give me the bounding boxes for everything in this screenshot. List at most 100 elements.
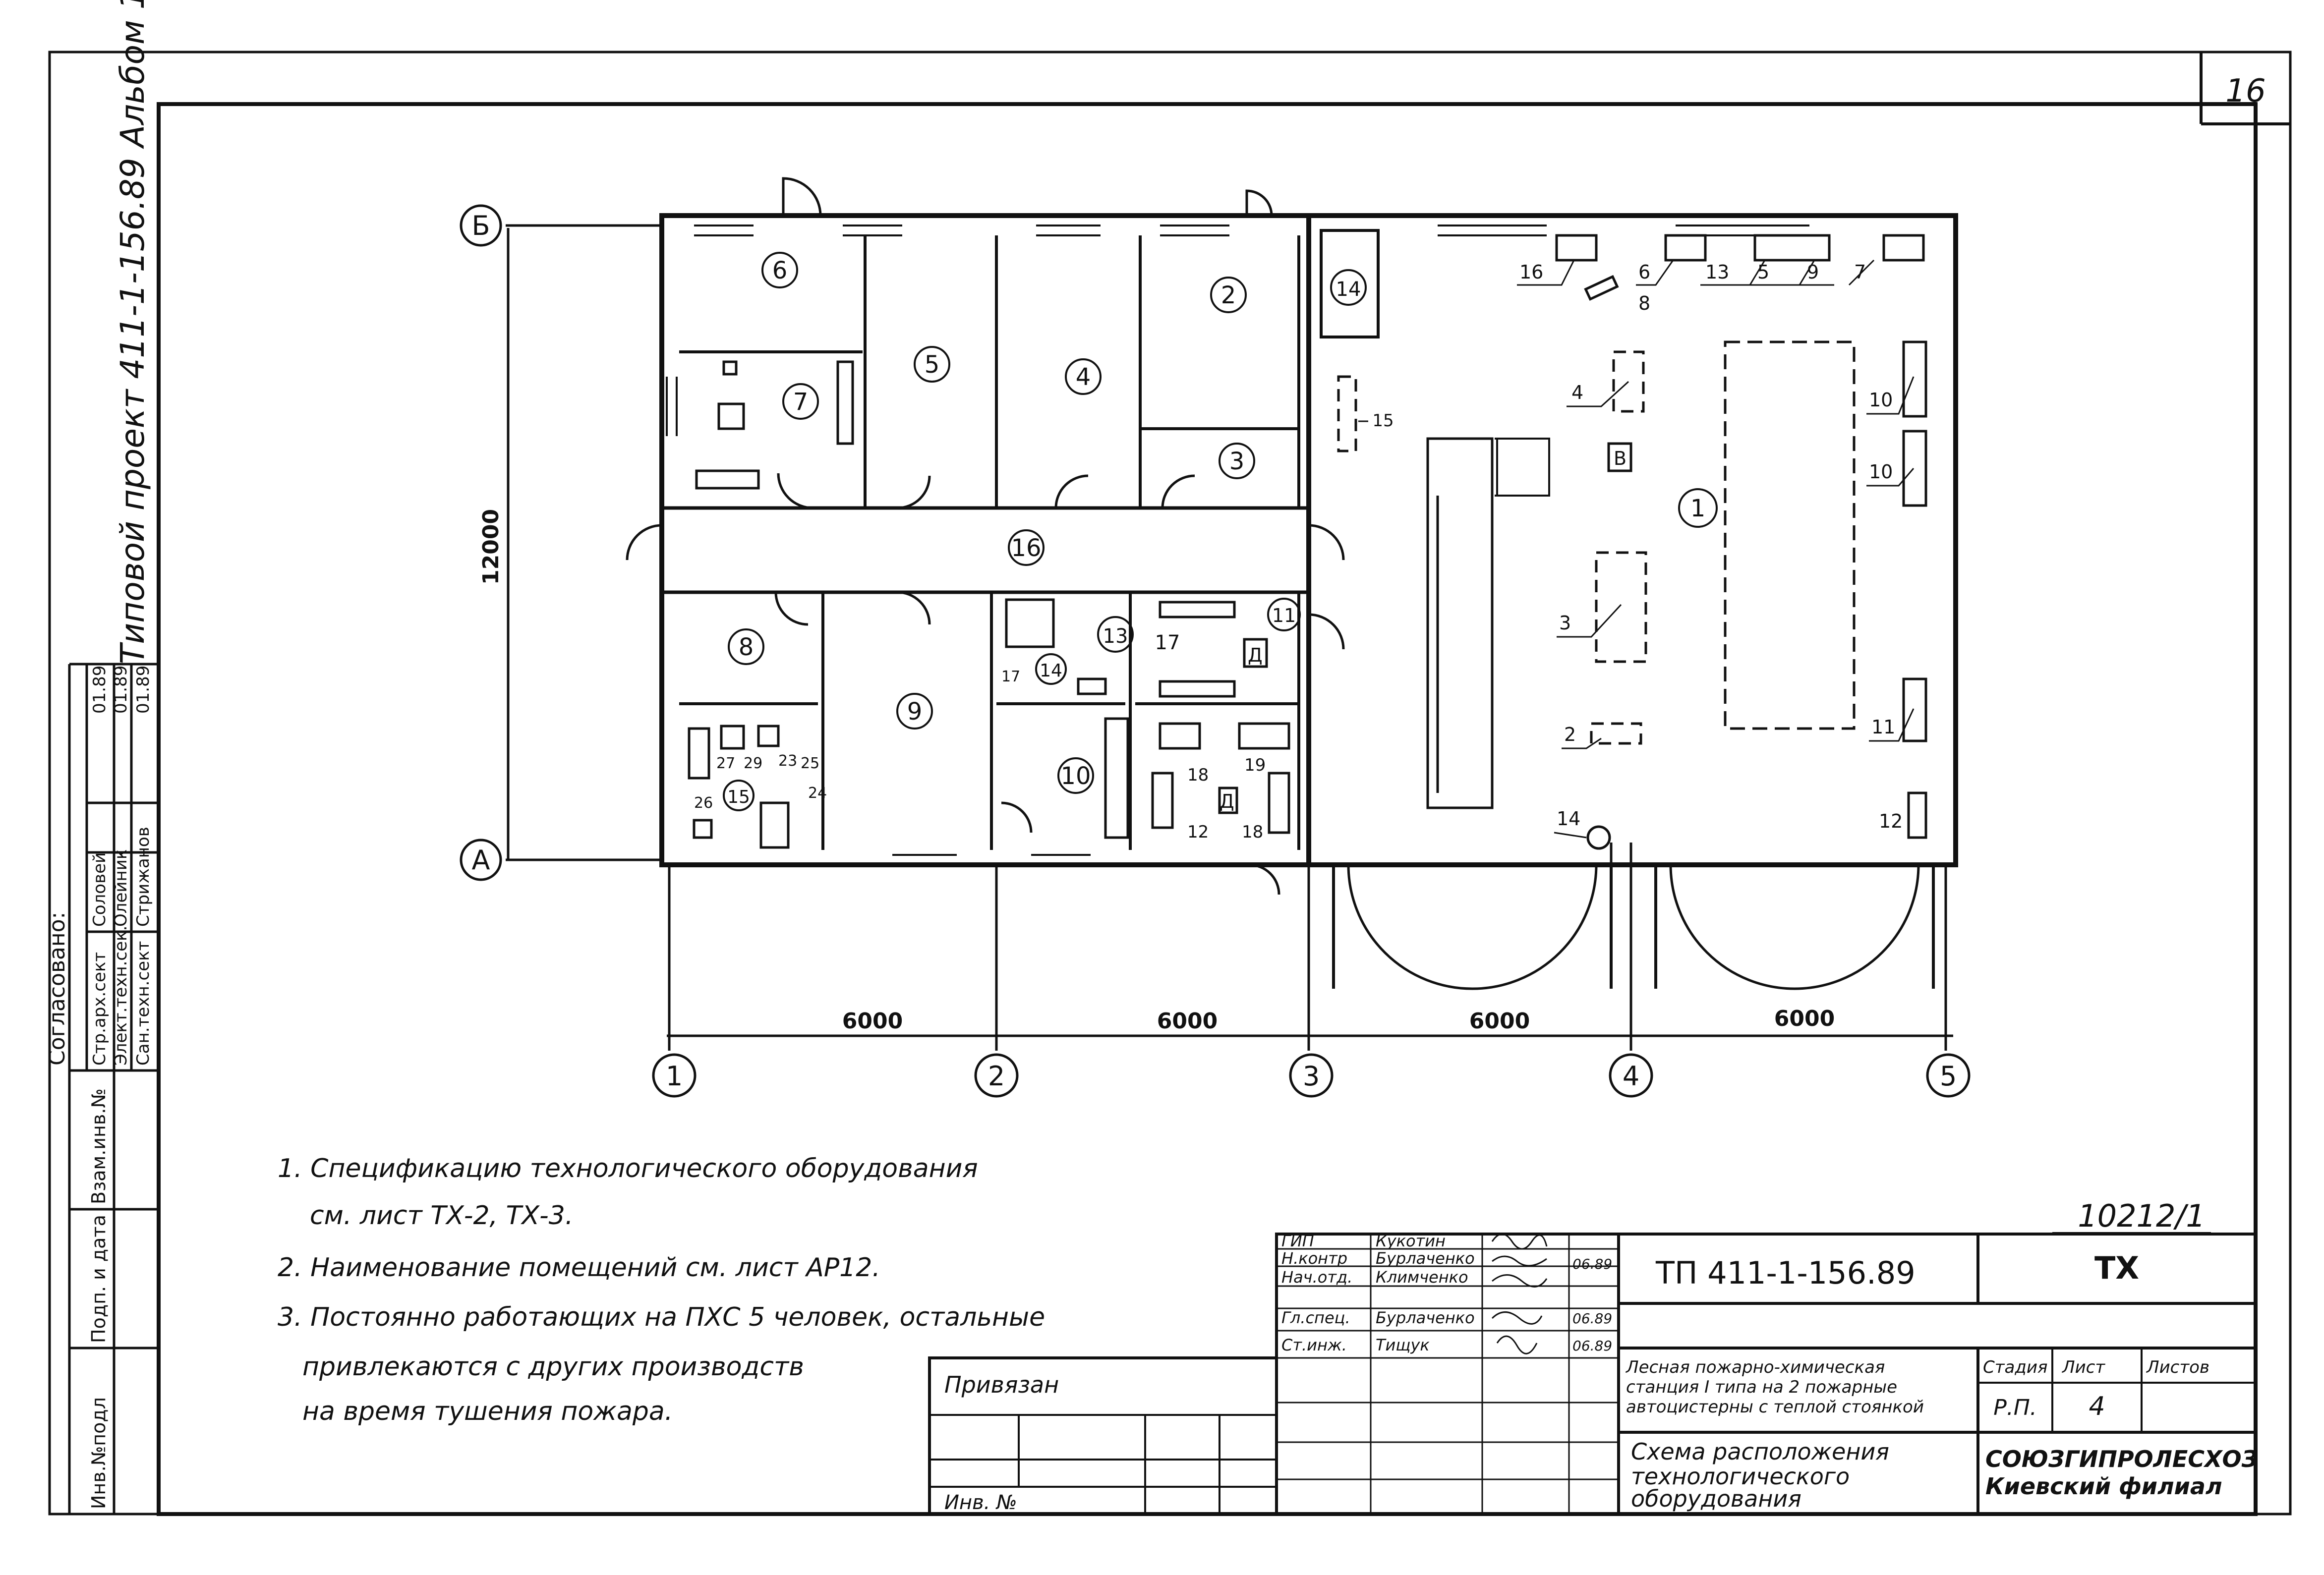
- approval-name-1: Соловей: [90, 852, 110, 927]
- equip-label-6: 6: [1638, 261, 1650, 283]
- left-stamp-strip: [68, 663, 159, 1514]
- axis-circle-a: [460, 839, 502, 881]
- object-name-line-3: автоцистерны с теплой стоянкой: [1626, 1397, 1924, 1417]
- axis-number-2: 2: [988, 1061, 1005, 1092]
- org-name-line-2: Киевский филиал: [1985, 1473, 2222, 1500]
- axis-circle-1: [652, 1053, 697, 1098]
- signer-date-1: 06.89: [1572, 1256, 1612, 1272]
- stage-header: Стадия: [1983, 1357, 2047, 1377]
- axis-number-4: 4: [1623, 1061, 1639, 1092]
- equip-label-25: 25: [801, 755, 819, 772]
- room-label-13: 13: [1103, 625, 1128, 648]
- project-vertical-label: Типовой проект 411-1-156.89 Альбом 1: [114, 0, 152, 664]
- axis-circle-3: [1289, 1053, 1334, 1098]
- room-markers: [723, 252, 1718, 811]
- signer-role-2: Нач.отд.: [1281, 1268, 1352, 1287]
- inventory-number: 10212/1: [2078, 1198, 2206, 1234]
- axis-number-1: 1: [666, 1061, 683, 1092]
- axis-circle-b: [460, 204, 502, 247]
- equip-label-16: 16: [1519, 261, 1543, 283]
- approval-date-1: 01.89: [90, 666, 110, 714]
- approval-date-3: 01.89: [133, 666, 153, 714]
- drawing-name-line-3: оборудования: [1631, 1485, 1801, 1512]
- approval-role-3: Сан.техн.сект: [133, 941, 153, 1066]
- room-label-11: 11: [1272, 605, 1296, 626]
- signer-role-4: Ст.инж.: [1281, 1336, 1347, 1354]
- equip-label-23: 23: [778, 752, 797, 770]
- room-label-10: 10: [1060, 762, 1091, 790]
- dim-vertical: 12000: [478, 509, 504, 585]
- signer-name-2: Климченко: [1376, 1268, 1468, 1287]
- project-code: ТП 411-1-156.89: [1655, 1255, 1916, 1291]
- signer-name-0: Кукотин: [1376, 1232, 1446, 1250]
- equip-label-4: 4: [1571, 382, 1583, 403]
- room-label-1: 1: [1690, 495, 1706, 522]
- note-3-line-3: на время тушения пожара.: [302, 1397, 673, 1426]
- room-label-6: 6: [772, 257, 788, 284]
- approval-date-2: 01.89: [111, 666, 131, 714]
- floor-plan: [626, 177, 1958, 990]
- equip-label-13: 13: [1705, 261, 1729, 283]
- axis-letter-b: Б: [471, 210, 490, 241]
- drawing-name-line-1: Схема расположения: [1631, 1438, 1889, 1465]
- equip-label-8: 8: [1638, 292, 1650, 314]
- equip-label-3: 3: [1559, 612, 1571, 634]
- equip-label-v: В: [1614, 448, 1627, 469]
- axis-number-3: 3: [1303, 1061, 1320, 1092]
- equip-label-29: 29: [744, 755, 762, 772]
- room-label-3: 3: [1229, 448, 1245, 475]
- equip-label-27: 27: [716, 755, 735, 772]
- signer-role-3: Гл.спец.: [1281, 1308, 1350, 1327]
- plan-axes: [460, 204, 1971, 1098]
- equip-label-18b: 18: [1242, 822, 1263, 842]
- room-label-9: 9: [907, 698, 923, 726]
- drawing-name-line-2: технологического: [1631, 1463, 1850, 1490]
- equip-label-d1: Д: [1248, 644, 1263, 666]
- room-label-8: 8: [739, 633, 754, 661]
- object-name-line-1: Лесная пожарно-химическая: [1625, 1357, 1885, 1377]
- room-label-4: 4: [1076, 363, 1091, 391]
- room-label-14-garage: 14: [1336, 278, 1361, 301]
- equip-label-5: 5: [1757, 261, 1769, 283]
- note-2: 2. Наименование помещений см. лист АР12.: [278, 1253, 880, 1283]
- equip-label-10b: 10: [1869, 461, 1893, 483]
- strip-label-vzam: Взам.инв.№: [88, 1088, 110, 1204]
- signer-date-3: 06.89: [1572, 1310, 1612, 1327]
- equip-label-12: 12: [1879, 810, 1903, 832]
- dim-4-5: 6000: [1774, 1006, 1835, 1031]
- equip-label-19: 19: [1244, 755, 1266, 775]
- axis-circle-4: [1609, 1053, 1653, 1098]
- equip-label-14: 14: [1557, 808, 1580, 830]
- signer-name-4: Тищук: [1376, 1336, 1430, 1354]
- axis-letter-a: А: [472, 844, 490, 876]
- object-name-line-2: станция I типа на 2 пожарные: [1626, 1377, 1897, 1397]
- signer-name-3: Бурлаченко: [1376, 1308, 1475, 1327]
- drawing-mark: ТХ: [2094, 1250, 2139, 1286]
- privyazan-title: Привязан: [944, 1371, 1059, 1398]
- room-label-5: 5: [925, 351, 940, 379]
- equip-label-7: 7: [1854, 261, 1866, 283]
- room-label-15-garage: 15: [1372, 411, 1394, 431]
- equip-label-10a: 10: [1869, 389, 1893, 411]
- title-block: [1275, 1233, 2257, 1516]
- axis-circle-5: [1926, 1053, 1971, 1098]
- sheet-header: Лист: [2061, 1357, 2105, 1377]
- note-1-line-1: 1. Спецификацию технологического оборудо…: [278, 1154, 978, 1183]
- signature-marks: [1491, 1233, 1548, 1354]
- room-label-15: 15: [727, 787, 750, 807]
- approval-role-1: Стр.арх.сект: [90, 952, 110, 1066]
- approval-name-2: Олейник: [111, 849, 131, 927]
- privyazan-inv: Инв. №: [944, 1491, 1017, 1514]
- note-3-line-2: привлекаются с других производств: [302, 1352, 804, 1382]
- signer-name-1: Бурлаченко: [1376, 1249, 1475, 1268]
- room-label-2: 2: [1221, 281, 1236, 309]
- signer-role-0: ГИП: [1281, 1232, 1314, 1250]
- room-14-niche: [1320, 229, 1380, 338]
- equip-label-18a: 18: [1187, 765, 1209, 785]
- stage-value: Р.П.: [1993, 1395, 2037, 1420]
- room-label-16: 16: [1011, 534, 1041, 562]
- org-name-line-1: СОЮЗГИПРОЛЕСХОЗ: [1985, 1446, 2258, 1472]
- axis-number-5: 5: [1940, 1061, 1957, 1092]
- room-label-14: 14: [1040, 661, 1062, 681]
- room-label-17: 17: [1155, 631, 1180, 654]
